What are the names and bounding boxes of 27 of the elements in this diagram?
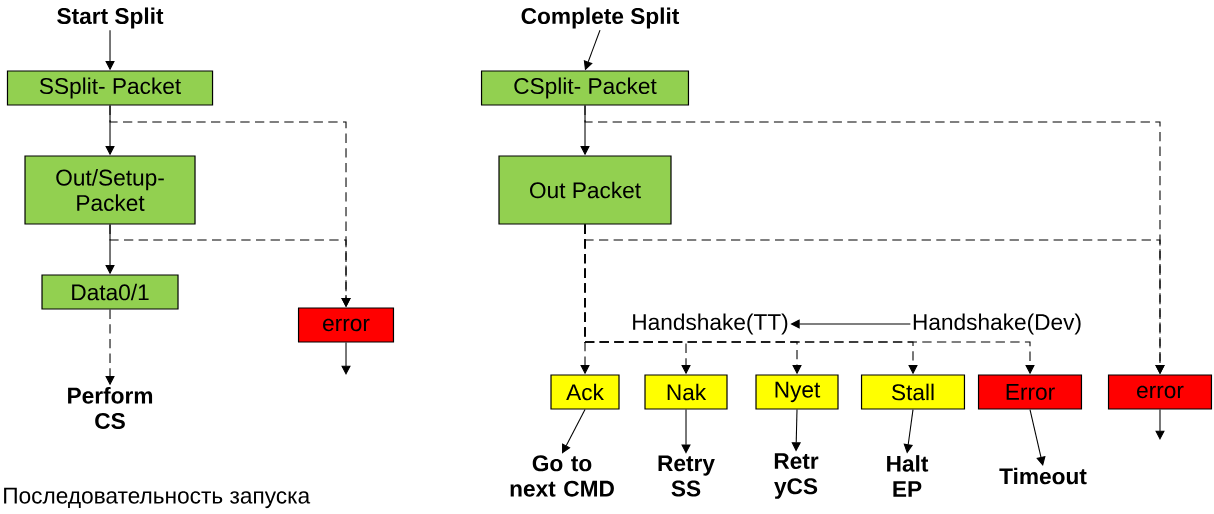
- process-box: error: [1107, 374, 1213, 410]
- arrow: [681, 409, 691, 454]
- process-box: Error: [977, 374, 1083, 410]
- outcome-text: Perform CS: [68, 387, 153, 429]
- process-box: SSplit- Packet: [6, 70, 214, 106]
- flow-title: Complete Split: [521, 7, 680, 29]
- outcome-text: Go to next CMD: [510, 455, 614, 497]
- outcome-text: Retr yCS: [774, 453, 819, 499]
- process-box: Out/Setup- Packet: [24, 155, 196, 225]
- handshake-label: Handshake(Dev): [913, 313, 1081, 335]
- process-box: Data0/1: [41, 274, 179, 310]
- handshake-label: Handshake(TT): [633, 313, 788, 335]
- outcome-text: Retry SS: [658, 455, 715, 497]
- process-box: Ack: [550, 374, 620, 410]
- process-box: Stall: [860, 374, 966, 410]
- caption-text: Последовательность запуска: [4, 487, 311, 509]
- flow-title: Start Split: [57, 7, 164, 29]
- process-box: Nak: [644, 374, 728, 410]
- arrow: [1155, 409, 1165, 440]
- process-box: error: [297, 307, 395, 343]
- outcome-text: Halt EP: [887, 455, 929, 497]
- outcome-text: Timeout: [999, 467, 1087, 485]
- process-box: Nyet: [755, 374, 839, 410]
- arrow: [562, 409, 586, 454]
- process-box: CSplit- Packet: [480, 70, 690, 106]
- process-box: Out Packet: [498, 155, 672, 225]
- arrow: [341, 342, 351, 375]
